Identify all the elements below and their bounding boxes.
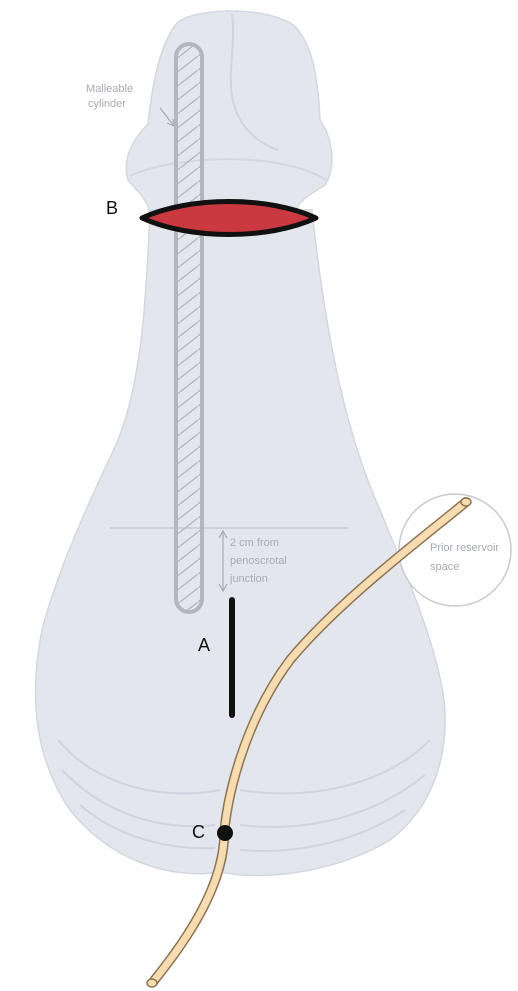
incision-b [142,202,316,235]
label-a: A [198,635,210,655]
label-b: B [106,198,118,218]
label-c: C [192,822,205,842]
tubing-end-bottom [147,979,157,987]
malleable-cylinder [176,44,202,612]
glans [126,11,332,214]
malleable-cylinder-label: Malleable cylinder [86,83,136,110]
point-c-marker [217,825,233,841]
tubing-end-top [461,498,471,506]
